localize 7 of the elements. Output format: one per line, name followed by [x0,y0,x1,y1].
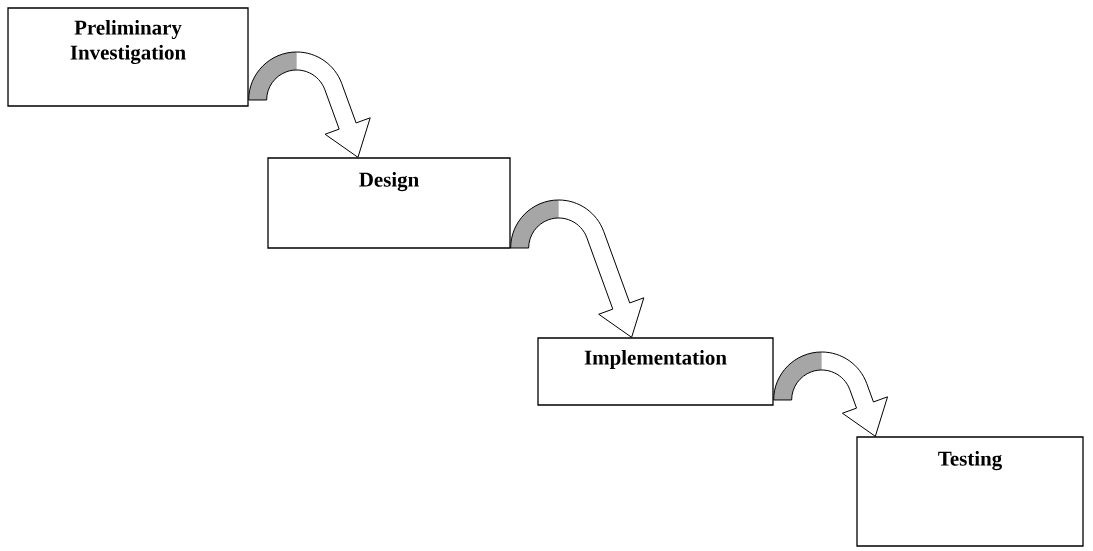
curved-arrow [248,51,371,158]
curved-arrow [773,351,889,437]
process-box: Implementation [537,337,774,406]
process-box: Design [267,157,511,249]
process-box: Testing [856,436,1084,547]
curved-arrow [510,199,645,338]
process-box: Preliminary Investigation [7,7,249,107]
